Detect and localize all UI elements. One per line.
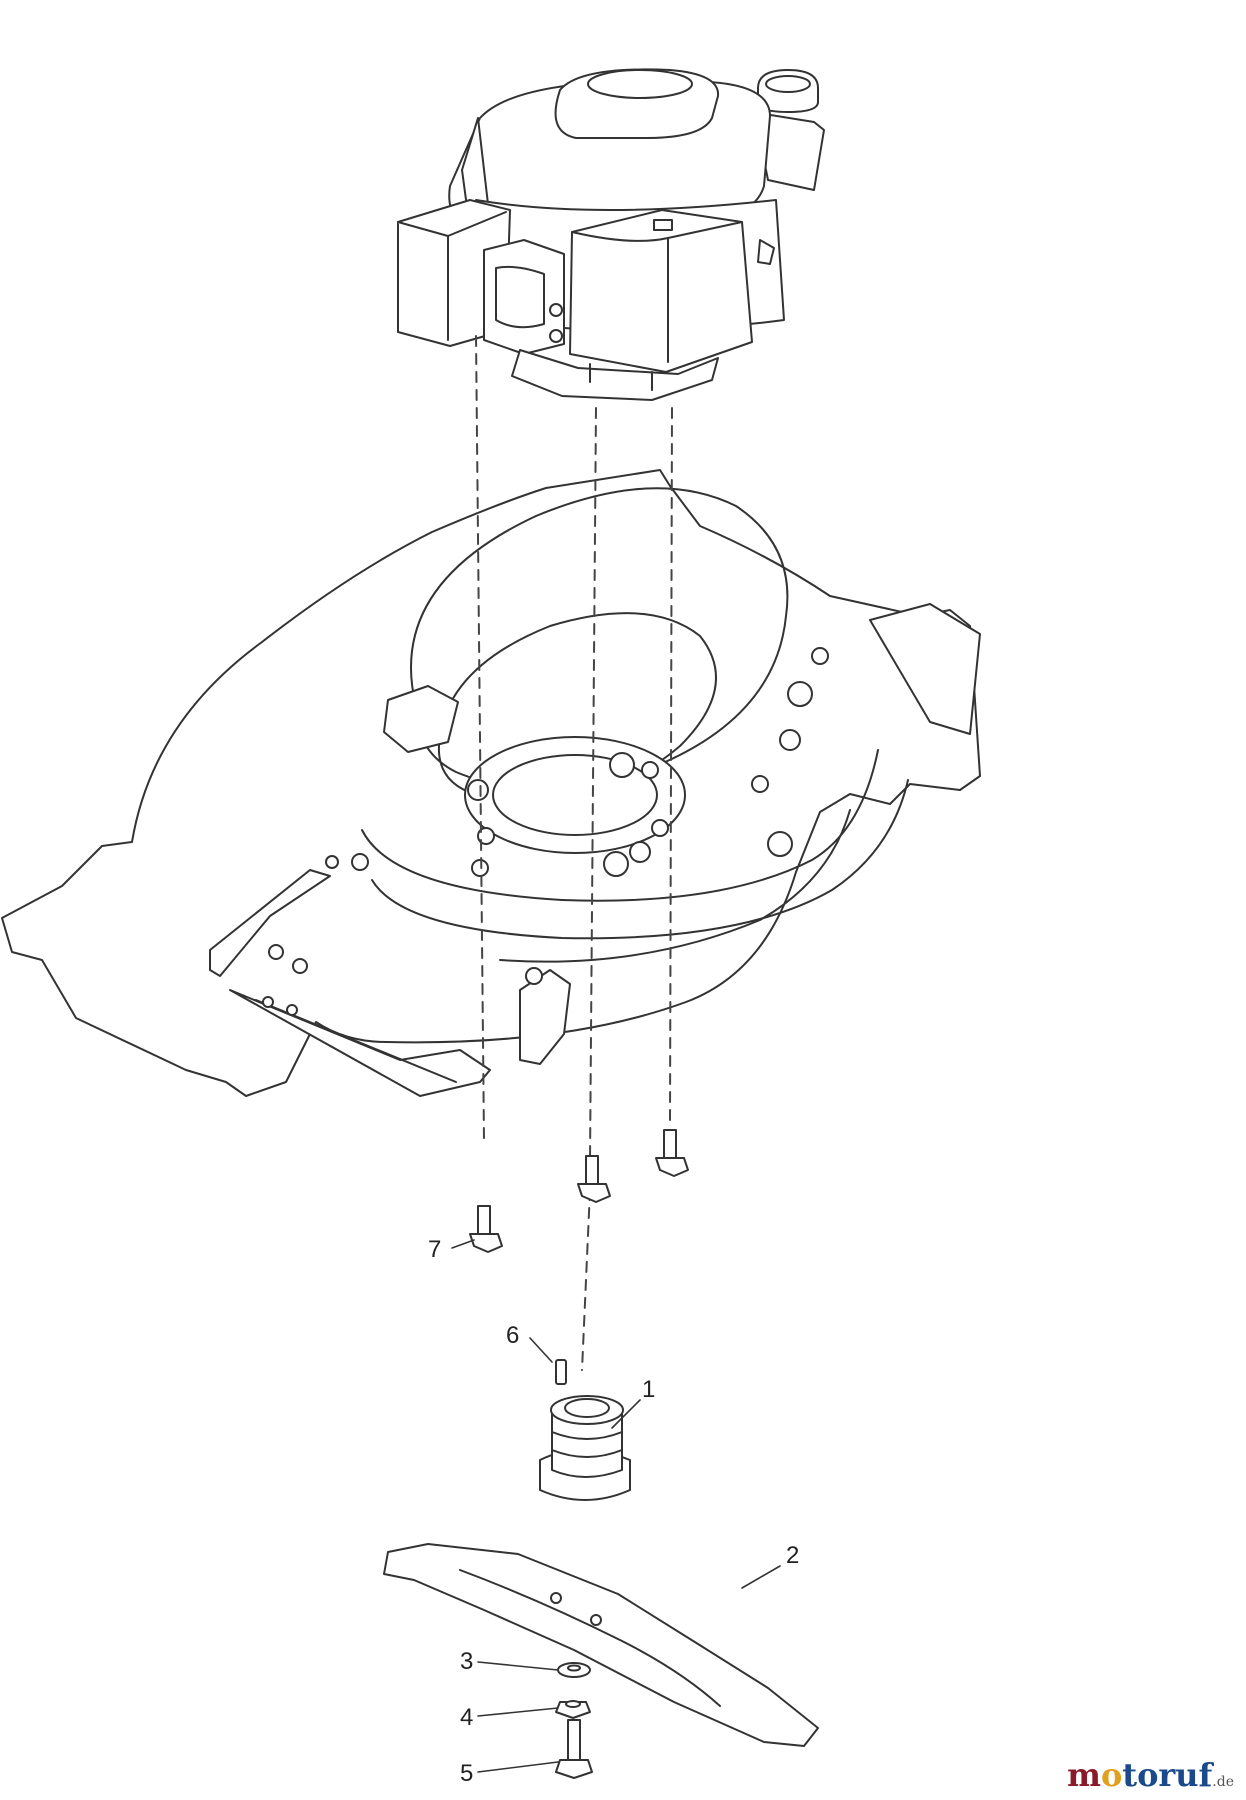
watermark-tld: .de: [1212, 1774, 1234, 1790]
blade-bolt: [555, 1719, 593, 1779]
key-part: [555, 1359, 567, 1385]
callout-3: 3: [460, 1648, 474, 1675]
blade: [383, 1543, 819, 1747]
callout-7: 7: [428, 1236, 442, 1263]
alignment-lines: [475, 335, 673, 1371]
mounting-bolts: [469, 1129, 689, 1253]
watermark-o: o: [1100, 1756, 1123, 1794]
washer: [557, 1662, 591, 1678]
watermark-brand: toruf: [1122, 1756, 1213, 1794]
bolt-center: [577, 1155, 611, 1203]
blade-adapter: [539, 1395, 631, 1501]
callout-4: 4: [460, 1704, 474, 1731]
leader-lines: [451, 1239, 781, 1773]
engine-assembly: [397, 68, 825, 401]
callout-6: 6: [506, 1322, 520, 1349]
mower-deck: [1, 469, 981, 1097]
bolt-right: [655, 1129, 689, 1177]
callout-5: 5: [460, 1760, 474, 1787]
callout-2: 2: [786, 1542, 800, 1569]
callout-1: 1: [642, 1376, 656, 1403]
motoruf-watermark: motoruf.de: [1067, 1756, 1234, 1794]
bolt-7: [469, 1205, 503, 1253]
watermark-m: m: [1067, 1756, 1101, 1794]
nut: [555, 1700, 591, 1719]
